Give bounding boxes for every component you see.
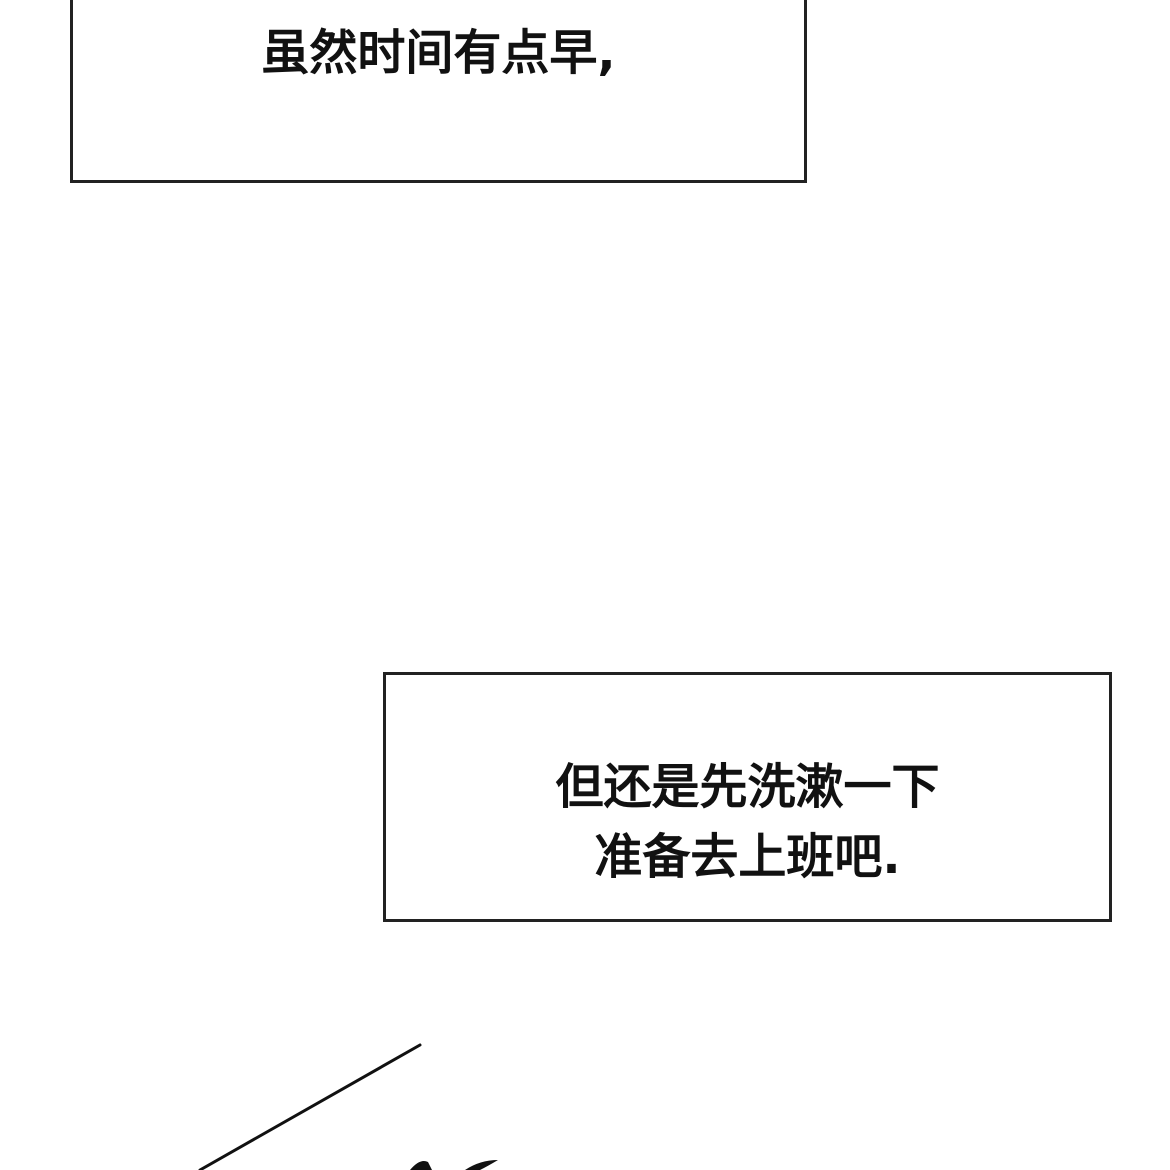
ink-brush-stroke bbox=[410, 1161, 432, 1170]
ink-brush-stroke-2 bbox=[465, 1160, 498, 1170]
ink-line-stroke bbox=[198, 1043, 422, 1170]
caption-text-line-2: 准备去上班吧. bbox=[594, 829, 901, 885]
caption-text: 虽然时间有点早, bbox=[261, 25, 616, 81]
caption-text-line-1: 但还是先洗漱一下 bbox=[555, 759, 940, 815]
caption-box-2: 但还是先洗漱一下 准备去上班吧. bbox=[383, 672, 1112, 922]
caption-box-1: 虽然时间有点早, bbox=[70, 0, 807, 183]
